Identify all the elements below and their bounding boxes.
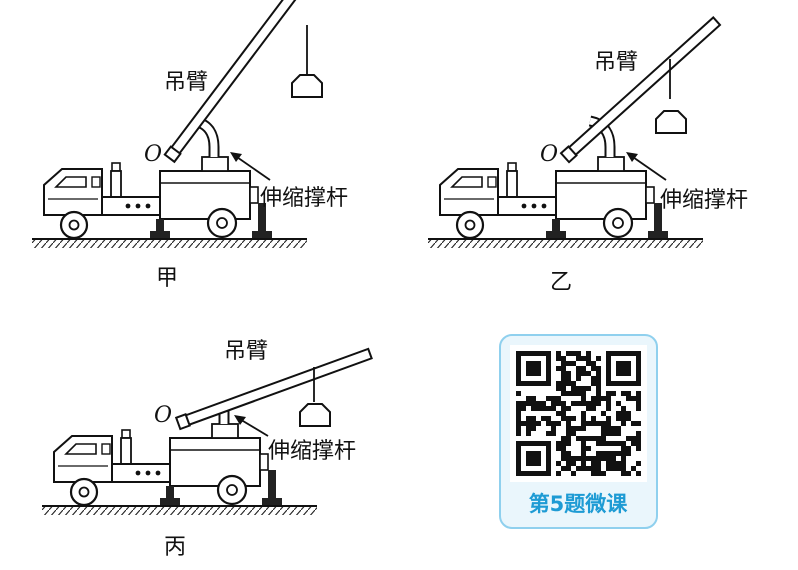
figure-caption: 甲 bbox=[156, 266, 178, 291]
strut-label: 伸缩撑杆 bbox=[660, 188, 748, 213]
qr-code bbox=[516, 351, 641, 476]
load-weight bbox=[299, 403, 331, 427]
pivot-label: O bbox=[154, 403, 172, 428]
strut-label: 伸缩撑杆 bbox=[260, 186, 348, 211]
pivot-label: O bbox=[540, 142, 558, 167]
strut-pointer-arrow bbox=[233, 154, 271, 181]
strut-pointer-arrow bbox=[629, 154, 667, 181]
qr-card[interactable]: 第5题微课 bbox=[499, 334, 658, 529]
strut-label: 伸缩撑杆 bbox=[268, 439, 356, 464]
figure-bing: O 吊臂 伸缩撑杆 丙 bbox=[40, 339, 373, 560]
arm-label: 吊臂 bbox=[594, 50, 638, 75]
boom-arm bbox=[175, 346, 373, 431]
figure-yi: O 吊臂 伸缩撑杆 乙 bbox=[426, 15, 748, 295]
figure-caption: 乙 bbox=[550, 270, 572, 295]
load-weight bbox=[655, 110, 687, 134]
arm-label: 吊臂 bbox=[224, 339, 268, 364]
load-weight bbox=[291, 74, 323, 98]
figure-jia: O 吊臂 伸缩撑杆 甲 bbox=[30, 0, 348, 291]
boom-arm bbox=[560, 15, 722, 164]
qr-caption: 第5题微课 bbox=[529, 492, 629, 516]
pivot-label: O bbox=[144, 142, 162, 167]
figure-caption: 丙 bbox=[164, 535, 186, 560]
arm-label: 吊臂 bbox=[164, 70, 208, 95]
